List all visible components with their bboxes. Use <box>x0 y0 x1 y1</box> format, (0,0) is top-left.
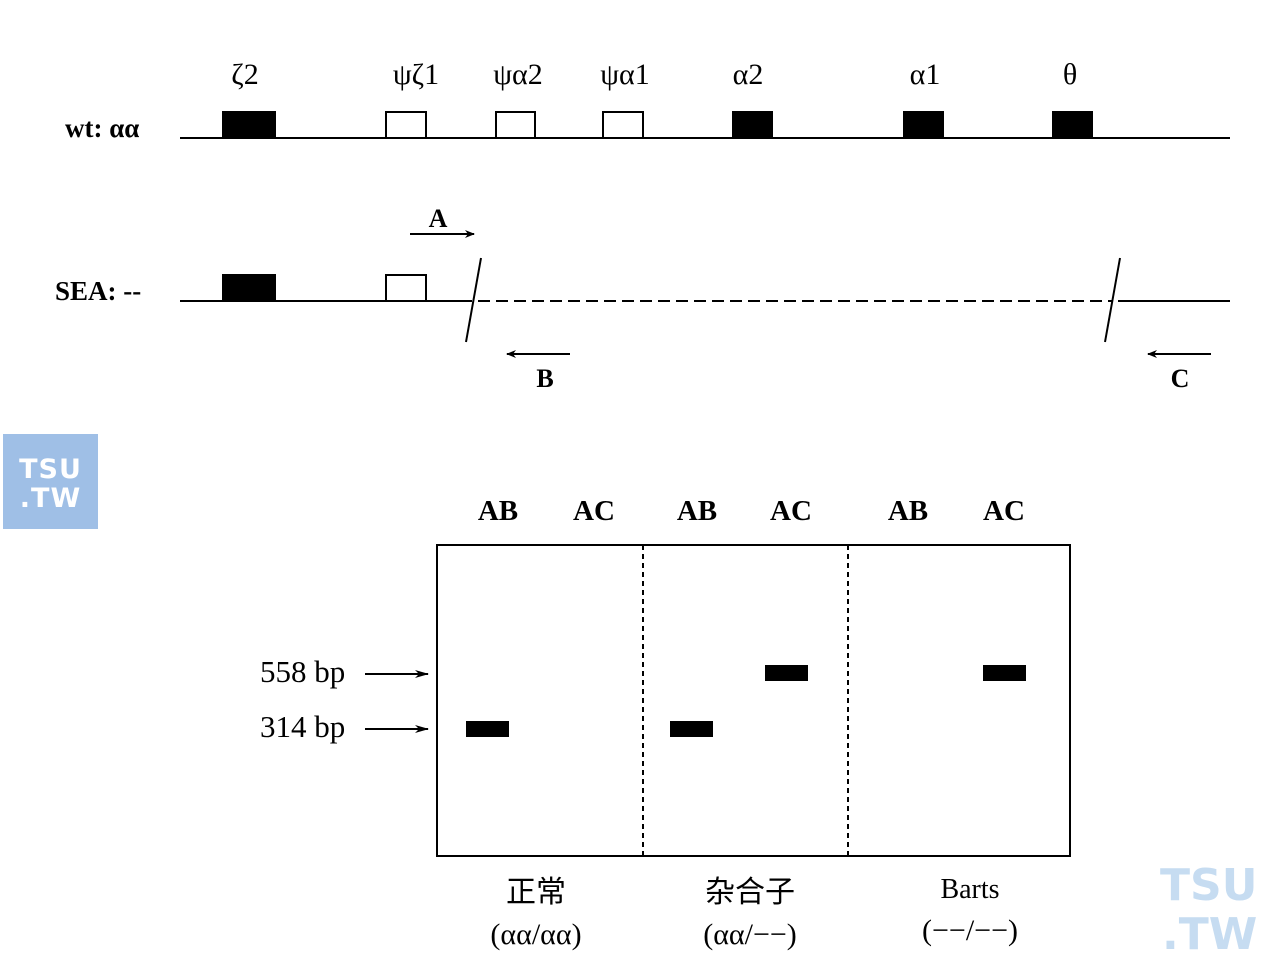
band-het-ac-558 <box>765 665 808 681</box>
watermark-text-bottom: .TW <box>1162 909 1258 960</box>
gene-psi-alpha2: ψα2 <box>493 58 543 139</box>
lane-label-3: AB <box>677 495 717 527</box>
gene-block-zeta2 <box>222 111 276 138</box>
gel-frame <box>436 544 1071 857</box>
gene-block-psi-zeta1 <box>385 111 427 139</box>
gene-theta: θ <box>1052 58 1093 138</box>
band-het-ab-314 <box>670 721 713 737</box>
primer-b: B <box>506 350 570 393</box>
breakpoint-right-slash <box>1104 257 1121 343</box>
lane-label-2: AC <box>573 495 615 527</box>
breakpoint-left-slash <box>465 257 482 343</box>
band-normal-ab-314 <box>466 721 509 737</box>
group-label-heterozygote: 杂合子 <box>705 876 795 909</box>
gene-block-psi-alpha1 <box>602 111 644 139</box>
sea-row-label: SEA: -- <box>55 276 141 306</box>
gene-block-alpha2 <box>732 111 773 138</box>
group-genotype-barts: (−−/−−) <box>922 914 1018 947</box>
logo-text-bottom: .TW <box>19 483 82 514</box>
marker-558-label: 558 bp <box>260 654 345 689</box>
gene-psi-alpha1: ψα1 <box>600 58 650 139</box>
watermark-text-top: TSU <box>1160 860 1258 911</box>
sea-gene-block-zeta2 <box>222 274 276 301</box>
group-label-barts: Barts <box>940 874 999 905</box>
band-barts-ac-558 <box>983 665 1026 681</box>
primer-a-label: A <box>429 204 448 233</box>
gene-block-psi-alpha2 <box>495 111 536 139</box>
primer-c: C <box>1147 350 1211 393</box>
gene-label-theta: θ <box>1063 58 1077 91</box>
lane-label-1: AB <box>478 495 518 527</box>
lane-label-4: AC <box>770 495 812 527</box>
gene-alpha1: α1 <box>903 58 944 138</box>
lane-label-6: AC <box>983 495 1025 527</box>
gene-zeta2: ζ2 <box>222 58 276 138</box>
gene-label-psi-zeta1: ψζ1 <box>393 58 439 91</box>
site-logo: TSU .TW <box>3 434 98 529</box>
primer-c-label: C <box>1171 364 1190 393</box>
group-genotype-normal: (αα/αα) <box>490 918 581 951</box>
gene-block-theta <box>1052 111 1093 138</box>
gene-psi-zeta1: ψζ1 <box>385 58 439 139</box>
wt-row-label: wt: αα <box>65 113 139 143</box>
gene-label-psi-alpha1: ψα1 <box>600 58 650 91</box>
gene-label-alpha1: α1 <box>910 58 941 91</box>
group-genotype-heterozygote: (αα/−−) <box>703 918 797 951</box>
group-label-normal: 正常 <box>506 876 566 909</box>
gene-label-zeta2: ζ2 <box>231 58 258 91</box>
lane-label-5: AB <box>888 495 928 527</box>
marker-314-label: 314 bp <box>260 709 345 744</box>
gene-alpha2: α2 <box>732 58 773 138</box>
sea-gene-block-psi-zeta1 <box>385 274 427 302</box>
gene-block-alpha1 <box>903 111 944 138</box>
gene-label-alpha2: α2 <box>733 58 764 91</box>
primer-a: A <box>410 204 475 238</box>
logo-text-top: TSU <box>19 454 82 485</box>
gene-label-psi-alpha2: ψα2 <box>493 58 543 91</box>
primer-b-label: B <box>536 364 553 393</box>
